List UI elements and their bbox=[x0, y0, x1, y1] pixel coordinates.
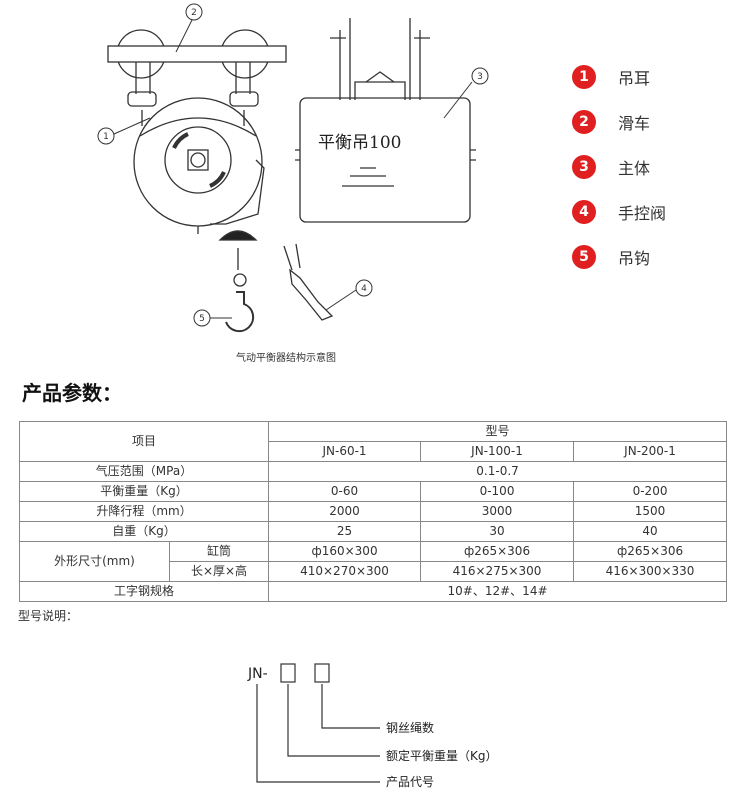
table-row: 升降行程（mm） 2000 3000 1500 bbox=[18, 501, 728, 522]
legend-number: 2 bbox=[572, 110, 596, 134]
drum bbox=[133, 97, 263, 227]
cell: 40 bbox=[573, 521, 728, 542]
legend-number: 4 bbox=[572, 200, 596, 224]
legend-item: 1 吊耳 bbox=[572, 64, 650, 90]
code-box-2 bbox=[314, 663, 330, 683]
legend-label: 吊耳 bbox=[618, 69, 651, 88]
callout-1: 1 bbox=[103, 132, 109, 142]
model-name: JN-100-1 bbox=[420, 441, 575, 462]
table-row: 外形尺寸(mm) 缸筒 ф160×300 ф265×306 ф265×306 bbox=[19, 541, 728, 582]
callout-2: 2 bbox=[191, 8, 197, 18]
code-label-product: 产品代号 bbox=[386, 775, 434, 789]
cell: ф265×306 bbox=[420, 541, 575, 562]
row-label: 工字钢规格 bbox=[18, 581, 270, 602]
legend-item: 4 手控阀 bbox=[572, 199, 666, 225]
item-header: 项目 bbox=[18, 421, 270, 462]
code-box-1 bbox=[280, 663, 296, 683]
legend-item: 3 主体 bbox=[572, 154, 650, 180]
legend-item: 2 滑车 bbox=[572, 109, 650, 135]
cell: 2000 bbox=[268, 501, 422, 522]
cell: 1500 bbox=[573, 501, 728, 522]
row-label: 平衡重量（Kg） bbox=[18, 481, 270, 502]
cell: 0-60 bbox=[268, 481, 422, 502]
cell: 25 bbox=[268, 521, 422, 542]
code-label-weight: 额定平衡重量（Kg） bbox=[386, 748, 498, 763]
model-name: JN-60-1 bbox=[268, 441, 422, 462]
cell: 416×275×300 bbox=[420, 561, 575, 582]
model-prefix: JN- bbox=[247, 666, 268, 682]
legend-number: 3 bbox=[572, 155, 596, 179]
row-label: 升降行程（mm） bbox=[18, 501, 270, 522]
cell: 0-100 bbox=[420, 481, 575, 502]
callout-3: 3 bbox=[477, 72, 483, 82]
legend-number: 5 bbox=[572, 245, 596, 269]
table-row: 平衡重量（Kg） 0-60 0-100 0-200 bbox=[18, 481, 728, 502]
cell: 416×300×330 bbox=[573, 561, 728, 582]
cell: 30 bbox=[420, 521, 575, 542]
table-row: 项目 型号 bbox=[18, 421, 728, 462]
legend-item: 5 吊钩 bbox=[572, 244, 650, 270]
legend-label: 主体 bbox=[618, 159, 651, 178]
trolley-beam bbox=[107, 45, 287, 63]
sub-label: 缸筒 bbox=[168, 541, 270, 562]
callout-4: 4 bbox=[361, 284, 367, 294]
cell: 410×270×300 bbox=[268, 561, 422, 582]
code-label-rope: 钢丝绳数 bbox=[386, 720, 434, 735]
spec-table: 项目 型号 JN-60-1 JN-100-1 JN-200-1 气压范围（MPa… bbox=[18, 421, 728, 602]
legend-label: 手控阀 bbox=[618, 204, 667, 223]
balancer-structure-diagram: 1 2 3 4 5 平衡吊100 bbox=[97, 3, 489, 333]
sub-label: 长×厚×高 bbox=[168, 561, 270, 582]
row-label: 外形尺寸(mm) bbox=[19, 541, 170, 582]
cell: 0.1-0.7 bbox=[268, 461, 728, 482]
legend-label: 吊钩 bbox=[618, 249, 651, 268]
cell: ф160×300 bbox=[268, 541, 422, 562]
body-label: 平衡吊100 bbox=[318, 133, 401, 153]
legend-label: 滑车 bbox=[618, 114, 651, 133]
legend-number: 1 bbox=[572, 65, 596, 89]
cell: 3000 bbox=[420, 501, 575, 522]
model-name: JN-200-1 bbox=[573, 441, 728, 462]
model-code-diagram: JN- 钢丝绳数 额定平衡重量（Kg） 产品代号 bbox=[247, 663, 498, 789]
table-row: 工字钢规格 10#、12#、14# bbox=[18, 581, 728, 602]
diagram-caption: 气动平衡器结构示意图 bbox=[236, 353, 336, 364]
callout-5: 5 bbox=[199, 314, 205, 324]
row-label: 气压范围（MPa） bbox=[18, 461, 270, 482]
model-header: 型号 bbox=[268, 421, 728, 442]
table-row: JN-60-1 JN-100-1 JN-200-1 bbox=[20, 441, 728, 462]
table-row: 自重（Kg） 25 30 40 bbox=[18, 521, 728, 542]
section-title: 产品参数： bbox=[22, 381, 122, 405]
cell: ф265×306 bbox=[573, 541, 728, 562]
model-note-title: 型号说明： bbox=[18, 609, 79, 623]
cell: 10#、12#、14# bbox=[268, 581, 728, 602]
table-row: 气压范围（MPa） 0.1-0.7 bbox=[18, 461, 728, 482]
cell: 0-200 bbox=[573, 481, 728, 502]
row-label: 自重（Kg） bbox=[18, 521, 270, 542]
